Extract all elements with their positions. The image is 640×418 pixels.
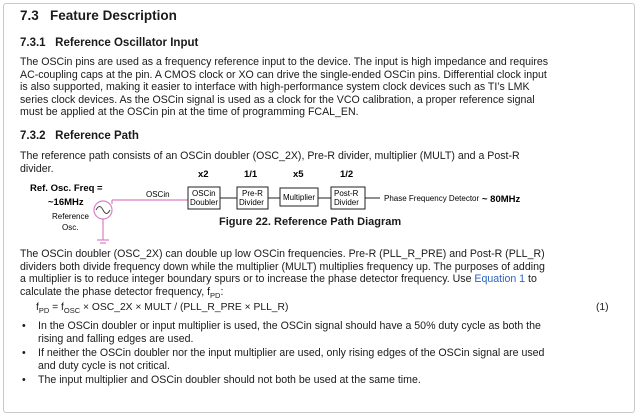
ref-freq-value: ~16MHz	[48, 197, 84, 208]
block-postr-label: Post-R	[334, 189, 359, 198]
list-item: • The input multiplier and OSCin doubler…	[22, 374, 421, 387]
oscillator-paragraph: The OSCin pins are used as a frequency r…	[20, 56, 549, 119]
block-mult-factor: x5	[293, 169, 304, 180]
subsection-heading-reference-path: 7.3.2 Reference Path	[20, 130, 139, 142]
block-prer-label-2: Divider	[239, 198, 264, 207]
osc-label: Reference	[52, 212, 89, 221]
equation-1-link[interactable]: Equation 1	[474, 273, 526, 286]
bullet-icon: •	[22, 347, 26, 360]
osc-label-2: Osc.	[62, 223, 78, 232]
block-doubler-label: OSCin	[192, 189, 216, 198]
block-prer-factor: 1/1	[244, 169, 258, 180]
list-item: • If neither the OSCin doubler nor the i…	[22, 347, 545, 372]
block-postr-factor: 1/2	[340, 169, 353, 180]
bullet-list: • In the OSCin doubler or input multipli…	[20, 320, 615, 389]
reference-path-diagram: Ref. Osc. Freq = ~16MHz Reference Osc. O…	[30, 169, 521, 244]
block-postr-label-2: Divider	[334, 198, 359, 207]
block-prer-label: Pre-R	[242, 189, 263, 198]
pfd-frequency: ~ 80MHz	[482, 194, 521, 205]
block-doubler-factor: x2	[198, 169, 209, 180]
equation-number: (1)	[596, 302, 609, 313]
bullet-icon: •	[22, 320, 26, 332]
pfd-label: Phase Frequency Detector	[384, 194, 479, 203]
sine-wave-icon	[95, 206, 111, 214]
oscin-label: OSCin	[146, 190, 170, 199]
figure-caption: Figure 22. Reference Path Diagram	[219, 216, 402, 228]
ref-freq-label: Ref. Osc. Freq =	[30, 183, 103, 194]
block-mult	[279, 187, 319, 207]
subsection-heading-oscillator: 7.3.1 Reference Oscillator Input	[20, 37, 199, 49]
reference-path-paragraph: The reference path consists of an OSCin …	[20, 150, 520, 175]
equation-1: fPD = fOSC × OSC_2X × MULT / (PLL_R_PRE …	[36, 302, 289, 316]
section-heading: 7.3 Feature Description	[20, 8, 177, 23]
list-item: • In the OSCin doubler or input multipli…	[22, 320, 541, 345]
block-doubler-label-2: Doubler	[190, 198, 218, 207]
bullet-icon: •	[22, 374, 26, 387]
block-mult-label: Multiplier	[283, 193, 315, 202]
body-paragraph: The OSCin doubler (OSC_2X) can double up…	[20, 248, 545, 300]
